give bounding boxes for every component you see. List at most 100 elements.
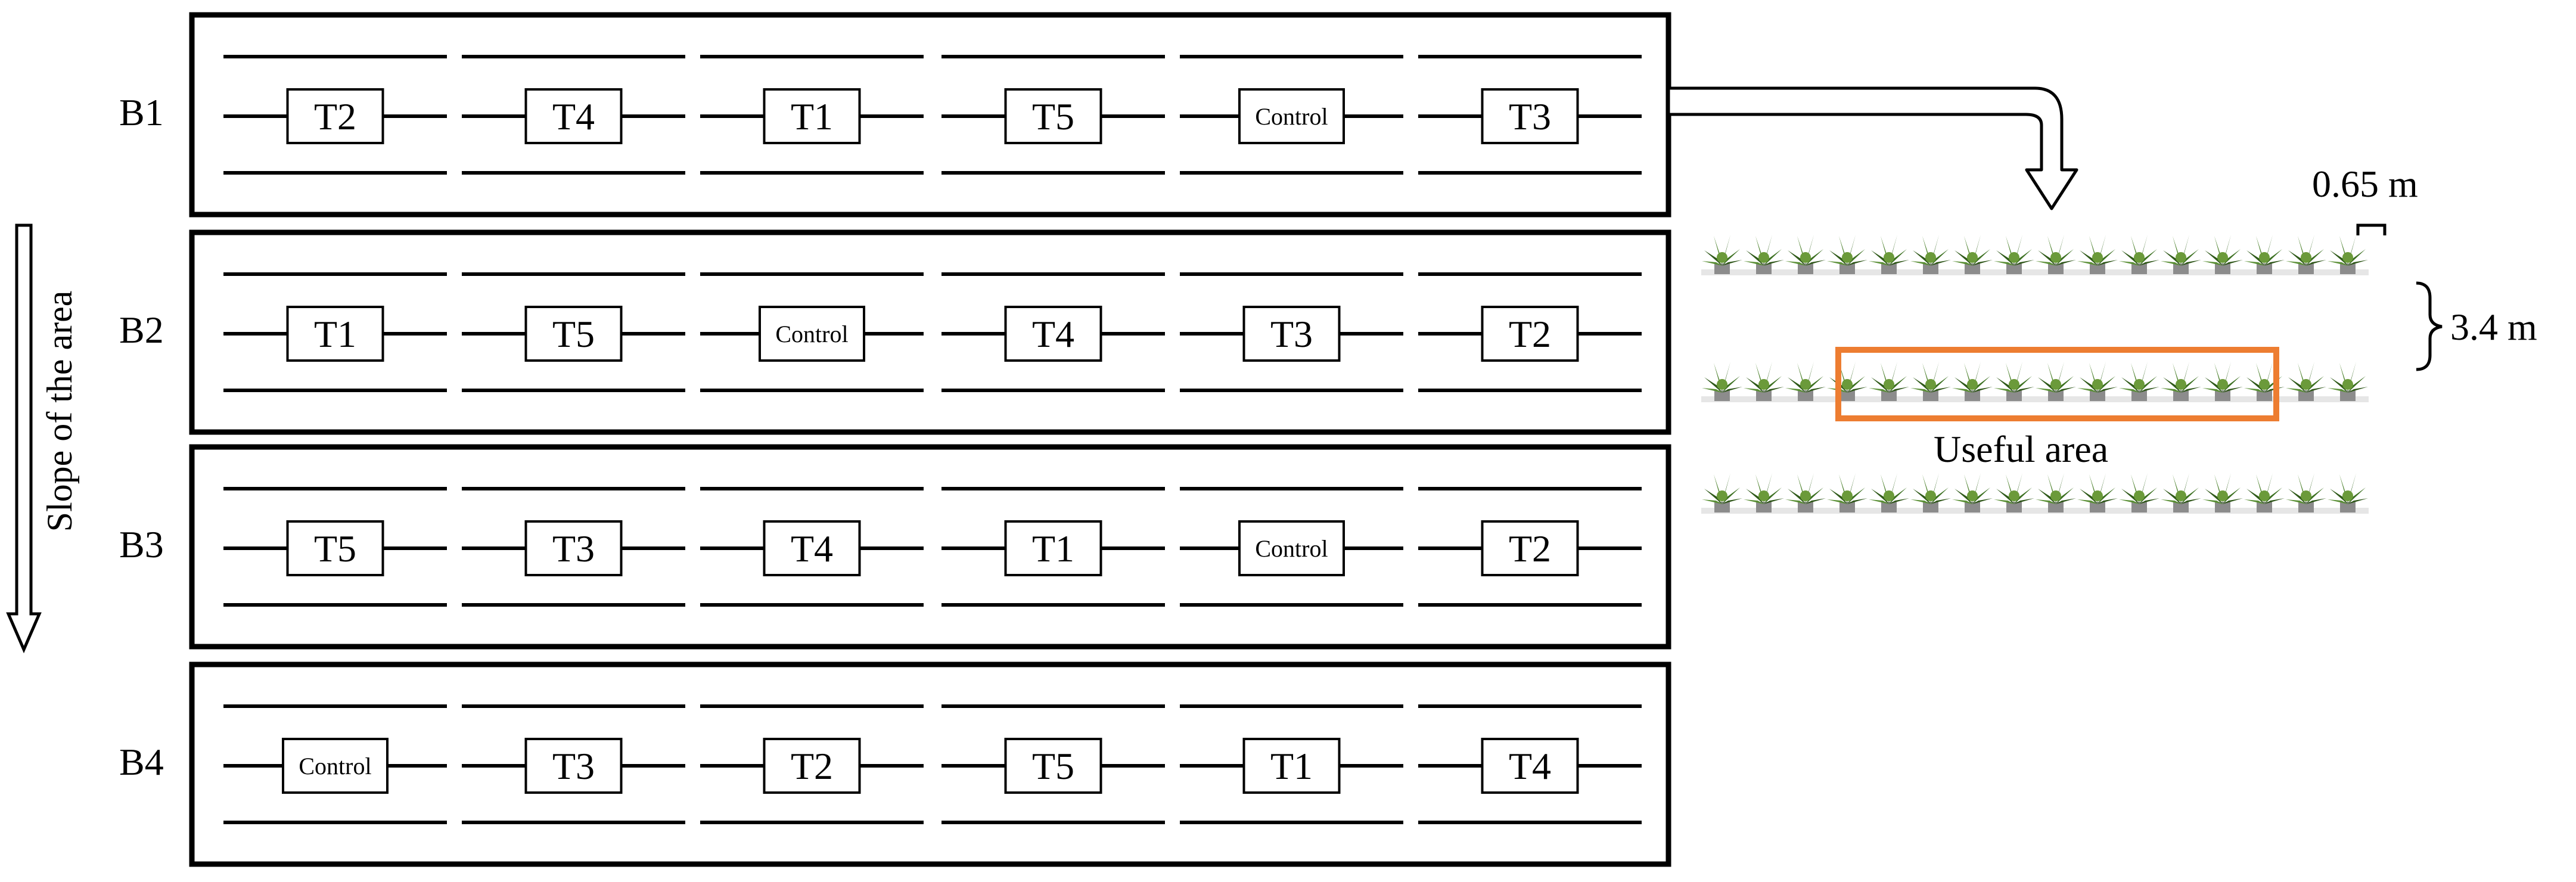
plot-label: T5 bbox=[1032, 745, 1074, 787]
row-ground bbox=[1701, 396, 2369, 402]
plot-box bbox=[1481, 88, 1579, 144]
plant-icon bbox=[1910, 473, 1951, 513]
block-label: B1 bbox=[119, 91, 164, 133]
plant-icon bbox=[2286, 235, 2326, 274]
plot-label: T1 bbox=[1270, 745, 1313, 787]
plot-box bbox=[1004, 88, 1102, 144]
plot-box bbox=[1242, 738, 1341, 794]
plot-label: T2 bbox=[1509, 527, 1551, 570]
plant-icon bbox=[1910, 362, 1951, 401]
plant-icon bbox=[1869, 362, 1909, 401]
plant-icon bbox=[1827, 362, 1867, 401]
plot-box bbox=[524, 306, 623, 362]
slope-arrow-icon bbox=[6, 223, 42, 654]
slope-arrow: Slope of the area bbox=[6, 223, 79, 654]
plant-spacing-label: 0.65 m bbox=[2312, 163, 2418, 205]
plot-box bbox=[524, 88, 623, 144]
plot-label: T2 bbox=[791, 745, 833, 787]
plot-label: Control bbox=[1255, 103, 1328, 130]
plant-icon bbox=[2119, 235, 2159, 274]
plot-label: T4 bbox=[552, 95, 595, 138]
plant-icon bbox=[2286, 473, 2326, 513]
plot-box bbox=[1004, 738, 1102, 794]
plant-row bbox=[1701, 362, 2369, 402]
plot-box bbox=[524, 520, 623, 576]
plot-box bbox=[1481, 738, 1579, 794]
plant-icon bbox=[1869, 473, 1909, 513]
plot-label: T3 bbox=[1509, 95, 1551, 138]
plot-box bbox=[1242, 306, 1341, 362]
row-spacing-label: 3.4 m bbox=[2450, 306, 2537, 348]
plant-icon bbox=[2119, 362, 2159, 401]
plant-icon bbox=[2202, 473, 2243, 513]
plant-icon bbox=[1952, 235, 1993, 274]
plant-icon bbox=[1785, 473, 1826, 513]
plant-icon bbox=[2161, 473, 2201, 513]
plot-box bbox=[1004, 520, 1102, 576]
plant-icon bbox=[2036, 362, 2076, 401]
plot-label: T1 bbox=[314, 313, 356, 355]
plant-row-detail: Useful area 0.65 m 3.4 m bbox=[1701, 163, 2537, 514]
plot-label: T1 bbox=[1032, 527, 1074, 570]
block-label: B3 bbox=[119, 523, 164, 566]
plot-box bbox=[1238, 520, 1345, 576]
plot-label: T4 bbox=[791, 527, 833, 570]
plot-box bbox=[286, 88, 384, 144]
block-border bbox=[189, 444, 1671, 650]
plot-box bbox=[1481, 520, 1579, 576]
plot-box bbox=[763, 88, 861, 144]
useful-area-highlight bbox=[1835, 347, 2279, 421]
plant-icon bbox=[1744, 235, 1784, 274]
plant-icon bbox=[2244, 235, 2285, 274]
plant-icon bbox=[2328, 473, 2368, 513]
plot-box bbox=[1238, 88, 1345, 144]
plant-icon bbox=[2328, 362, 2368, 401]
plot-box bbox=[286, 306, 384, 362]
plant-icon bbox=[2202, 235, 2243, 274]
plant-icon bbox=[2161, 362, 2201, 401]
slope-label: Slope of the area bbox=[40, 291, 79, 532]
block-label: B4 bbox=[119, 741, 164, 783]
plot-label: T3 bbox=[552, 745, 595, 787]
plant-icon bbox=[1785, 235, 1826, 274]
plot-box bbox=[1004, 306, 1102, 362]
plot-label: T5 bbox=[1032, 95, 1074, 138]
connector-arrow-icon bbox=[1667, 86, 2078, 210]
plot-box bbox=[763, 520, 861, 576]
plot-box bbox=[524, 738, 623, 794]
plot-label: T3 bbox=[1270, 313, 1313, 355]
block-b3: B3 T5 T3 T4 T1 Control T2 bbox=[119, 444, 1671, 650]
plot-box bbox=[763, 738, 861, 794]
plot-box bbox=[759, 306, 865, 362]
plot-label: T1 bbox=[791, 95, 833, 138]
plant-icon bbox=[1994, 473, 2034, 513]
plant-icon bbox=[2328, 235, 2368, 274]
plant-icon bbox=[1994, 362, 2034, 401]
plant-icon bbox=[1910, 235, 1951, 274]
row-spacing-brace bbox=[2416, 281, 2443, 371]
plant-icon bbox=[1827, 473, 1867, 513]
plant-icon bbox=[1994, 235, 2034, 274]
plot-label: T4 bbox=[1032, 313, 1074, 355]
plot-label: T4 bbox=[1509, 745, 1551, 787]
block-border bbox=[189, 662, 1671, 867]
block-border bbox=[189, 229, 1671, 435]
plot-label: T3 bbox=[552, 527, 595, 570]
plant-icon bbox=[1744, 362, 1784, 401]
plot-label: Control bbox=[299, 753, 371, 779]
plant-icon bbox=[2244, 473, 2285, 513]
plot-label: Control bbox=[1255, 535, 1328, 562]
plant-spacing-bracket bbox=[2356, 223, 2387, 235]
plant-row bbox=[1701, 473, 2369, 514]
useful-area-label: Useful area bbox=[1934, 428, 2108, 470]
plot-label: T5 bbox=[314, 527, 356, 570]
plant-icon bbox=[1744, 473, 1784, 513]
plant-icon bbox=[1952, 362, 1993, 401]
plant-icon bbox=[1702, 235, 1742, 274]
plot-box bbox=[286, 520, 384, 576]
plot-label: T2 bbox=[1509, 313, 1551, 355]
